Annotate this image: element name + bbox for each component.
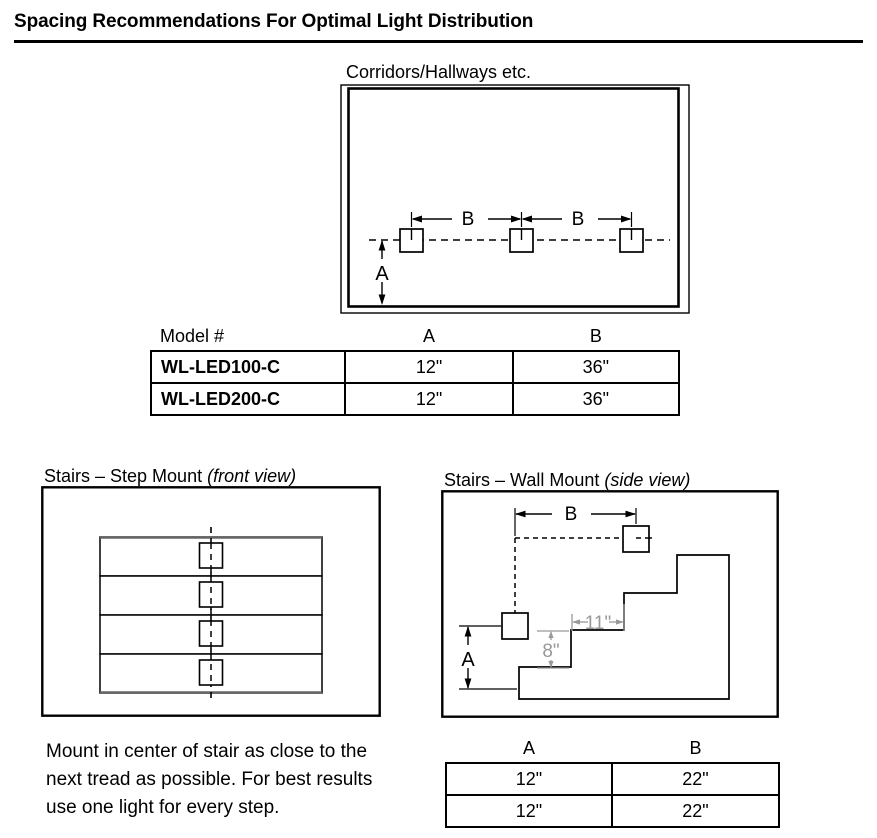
- corridor-dim-a-label: A: [375, 263, 389, 285]
- cell-b: 36": [511, 382, 681, 416]
- cell-a: 12": [445, 762, 613, 796]
- cell-b: 36": [511, 350, 681, 384]
- cell-model: WL-LED100-C: [149, 350, 347, 384]
- step-mount-caption-main: Stairs – Step Mount: [44, 466, 208, 486]
- col-header-a: A: [423, 325, 436, 346]
- col-header-b: B: [589, 325, 602, 346]
- page-title: Spacing Recommendations For Optimal Ligh…: [14, 11, 534, 32]
- cell-b: 22": [611, 794, 780, 828]
- wall-mount-caption: Stairs – Wall Mount (side view): [444, 470, 690, 491]
- wall-dim-riser-label: 8": [542, 641, 559, 662]
- cell-a: 12": [344, 382, 514, 416]
- step-mount-caption: Stairs – Step Mount (front view): [44, 466, 296, 487]
- col-header-a: A: [522, 737, 535, 758]
- table-row: WL-LED200-C 12" 36": [149, 382, 681, 416]
- table-row: 12" 22": [445, 762, 780, 796]
- corridor-diagram: B B A: [340, 84, 690, 314]
- cell-model: WL-LED200-C: [149, 382, 347, 416]
- cell-a: 12": [445, 794, 613, 828]
- corridor-caption: Corridors/Hallways etc.: [346, 62, 532, 82]
- step-mount-diagram: [41, 486, 381, 717]
- wall-dim-b-label: B: [565, 504, 578, 525]
- wall-spec-table: A B 12" 22" 12" 22": [445, 734, 780, 828]
- table-header-row: A B: [446, 734, 779, 763]
- wall-mount-caption-main: Stairs – Wall Mount: [444, 470, 605, 490]
- table-row: 12" 22": [445, 794, 780, 828]
- wall-mount-diagram: B A 11" 8": [441, 490, 779, 718]
- col-header-b: B: [689, 737, 702, 758]
- cell-a: 12": [344, 350, 514, 384]
- table-header-row: Model # A B: [151, 322, 679, 351]
- cell-b: 22": [611, 762, 780, 796]
- corridor-dim-b-right-label: B: [572, 209, 585, 230]
- corridor-spec-table: Model # A B WL-LED100-C 12" 36" WL-LED20…: [149, 322, 681, 416]
- step-mount-note: Mount in center of stair as close to the…: [46, 741, 373, 818]
- step-mount-caption-view: (front view): [207, 466, 297, 486]
- title-divider: [14, 40, 863, 43]
- wall-mount-caption-view: (side view): [604, 470, 691, 490]
- corridor-dim-b-left-label: B: [462, 209, 475, 230]
- table-row: WL-LED100-C 12" 36": [149, 350, 681, 384]
- wall-dim-a-label: A: [461, 649, 475, 671]
- col-header-model: Model #: [160, 325, 225, 346]
- wall-dim-tread-label: 11": [585, 613, 611, 634]
